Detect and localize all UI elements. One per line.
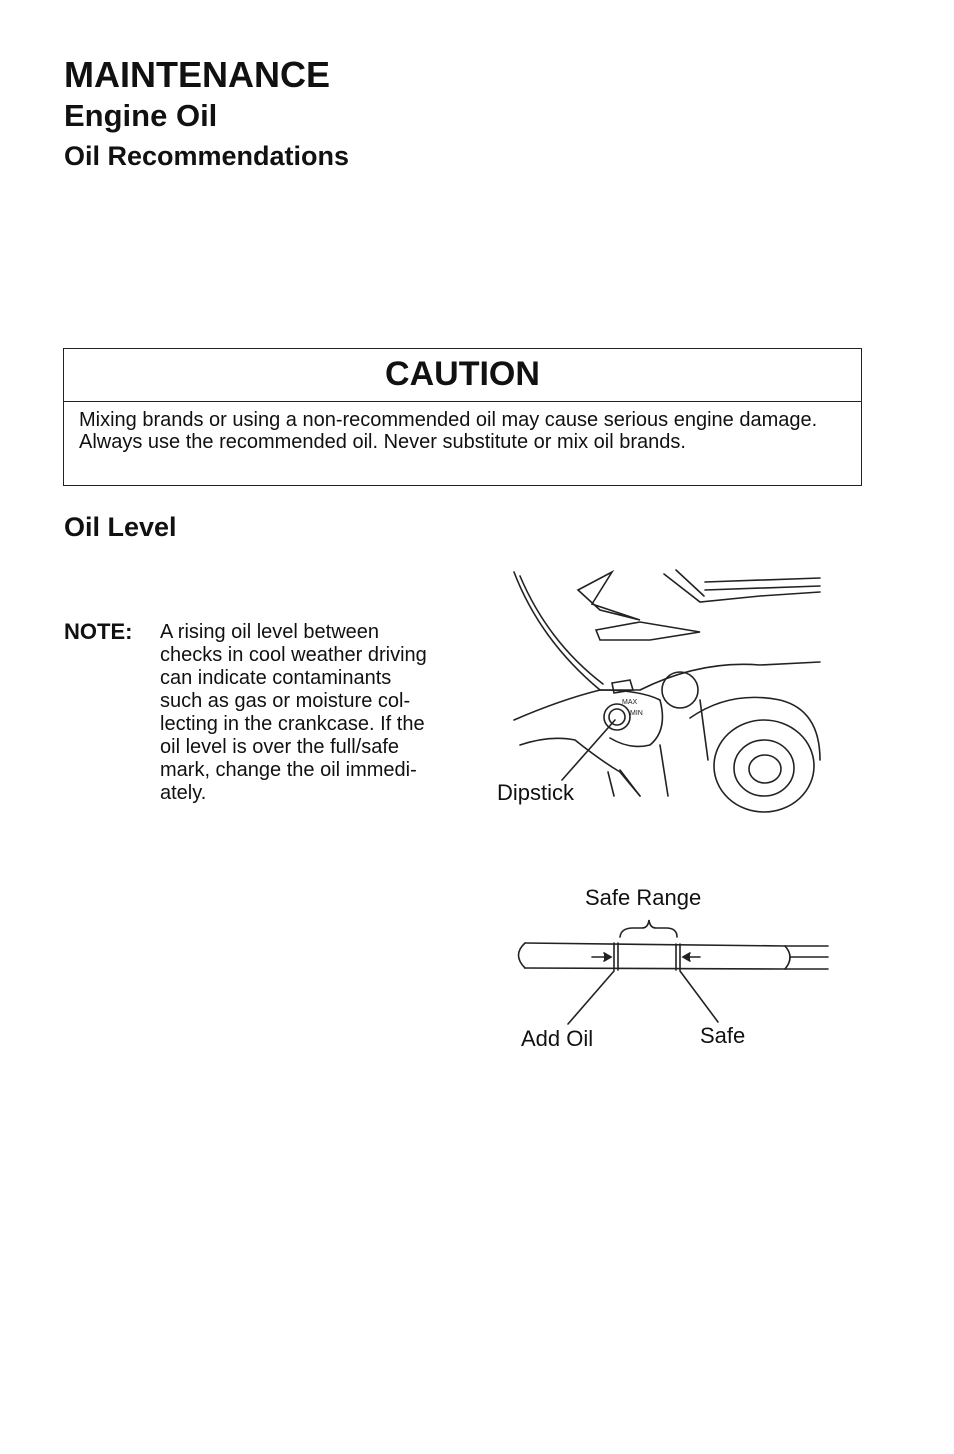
page-title: MAINTENANCE xyxy=(64,54,330,95)
svg-text:MAX: MAX xyxy=(622,699,638,706)
dipstick-callout: Dipstick xyxy=(497,780,575,805)
caution-title: CAUTION xyxy=(64,349,861,402)
safe-label: Safe xyxy=(700,1023,746,1048)
section-heading: Engine Oil xyxy=(64,98,218,133)
note-label: NOTE: xyxy=(64,619,133,644)
note-line: A rising oil level between xyxy=(160,621,380,643)
safe-range-label: Safe Range xyxy=(585,885,702,910)
note-line: mark, change the oil immedi- xyxy=(160,759,417,781)
note-line: ately. xyxy=(160,782,207,804)
add-oil-label: Add Oil xyxy=(521,1026,594,1051)
note-line: oil level is over the full/safe xyxy=(160,736,400,758)
subsection-heading: Oil Recommendations xyxy=(64,141,350,171)
svg-text:MIN: MIN xyxy=(630,710,643,717)
note-line: lecting in the crankcase. If the xyxy=(160,713,425,735)
note-line: such as gas or moisture col- xyxy=(160,690,411,712)
note-line: checks in cool weather driving xyxy=(160,644,427,666)
dipstick-illustration xyxy=(517,919,829,1025)
note-line: can indicate contaminants xyxy=(160,667,392,689)
note-text: A rising oil level between checks in coo… xyxy=(160,621,470,805)
caution-box: CAUTION Mixing brands or using a non-rec… xyxy=(63,348,862,486)
engine-illustration: MAX MIN xyxy=(513,569,821,813)
oil-level-heading: Oil Level xyxy=(64,512,177,542)
caution-text: Mixing brands or using a non-recommended… xyxy=(79,409,818,453)
